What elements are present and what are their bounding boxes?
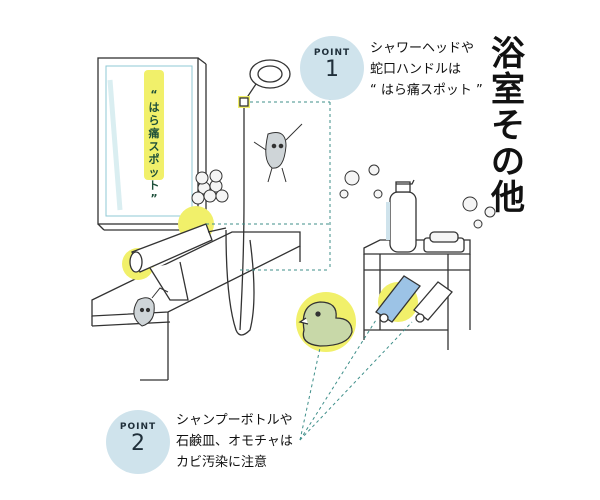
mirror-label-strip bbox=[144, 70, 164, 180]
point1-number: 1 bbox=[325, 57, 339, 82]
page-title: 浴室その他 bbox=[488, 36, 528, 216]
point1-line: “ はら痛スポット ” bbox=[370, 83, 483, 98]
point2-label: POINT bbox=[119, 422, 157, 432]
point1-label: POINT bbox=[313, 48, 351, 58]
title-char: 浴 bbox=[491, 34, 525, 74]
mirror-label-char: ポ bbox=[148, 153, 160, 166]
mirror-label-char: ら bbox=[148, 114, 160, 127]
point2-number: 2 bbox=[131, 431, 145, 456]
point1-text: シャワーヘッドや 蛇口ハンドルは “ はら痛スポット ” bbox=[370, 38, 483, 101]
mirror-label-char: は bbox=[148, 101, 160, 114]
point1-badge: POINT 1 bbox=[300, 36, 364, 100]
point2-line: 石鹸皿、オモチャは bbox=[176, 434, 293, 449]
mirror-label-char: ト bbox=[148, 179, 160, 192]
mirror-label-char: “ bbox=[150, 88, 158, 101]
point1-guides bbox=[206, 70, 331, 271]
point2-line: シャンプーボトルや bbox=[176, 413, 293, 428]
shower bbox=[225, 59, 291, 336]
point2-line: カビ汚染に注意 bbox=[176, 455, 268, 470]
title-char: の bbox=[491, 142, 525, 182]
point1-line: シャワーヘッドや bbox=[370, 41, 475, 56]
point2-guides bbox=[299, 319, 413, 441]
soap-dish bbox=[423, 231, 465, 253]
lying-bottles bbox=[375, 275, 453, 323]
title-char: 室 bbox=[491, 70, 525, 110]
shampoo-bottle bbox=[386, 179, 417, 253]
title-char: そ bbox=[491, 106, 525, 146]
mirror-label: “はら痛スポット” bbox=[146, 88, 162, 205]
faucet bbox=[122, 206, 227, 301]
title-char: 他 bbox=[491, 178, 525, 218]
mirror-label-char: ス bbox=[148, 140, 160, 153]
bathtub bbox=[91, 231, 301, 381]
point2-text: シャンプーボトルや 石鹸皿、オモチャは カビ汚染に注意 bbox=[176, 410, 293, 473]
point2-badge: POINT 2 bbox=[106, 410, 170, 474]
mirror-label-char: 痛 bbox=[148, 127, 160, 140]
germ-characters bbox=[133, 123, 496, 327]
point1-line: 蛇口ハンドルは bbox=[370, 62, 462, 77]
mirror-label-char: ” bbox=[150, 192, 158, 205]
rubber-duck bbox=[296, 292, 356, 352]
mirror-label-char: ッ bbox=[148, 166, 160, 179]
